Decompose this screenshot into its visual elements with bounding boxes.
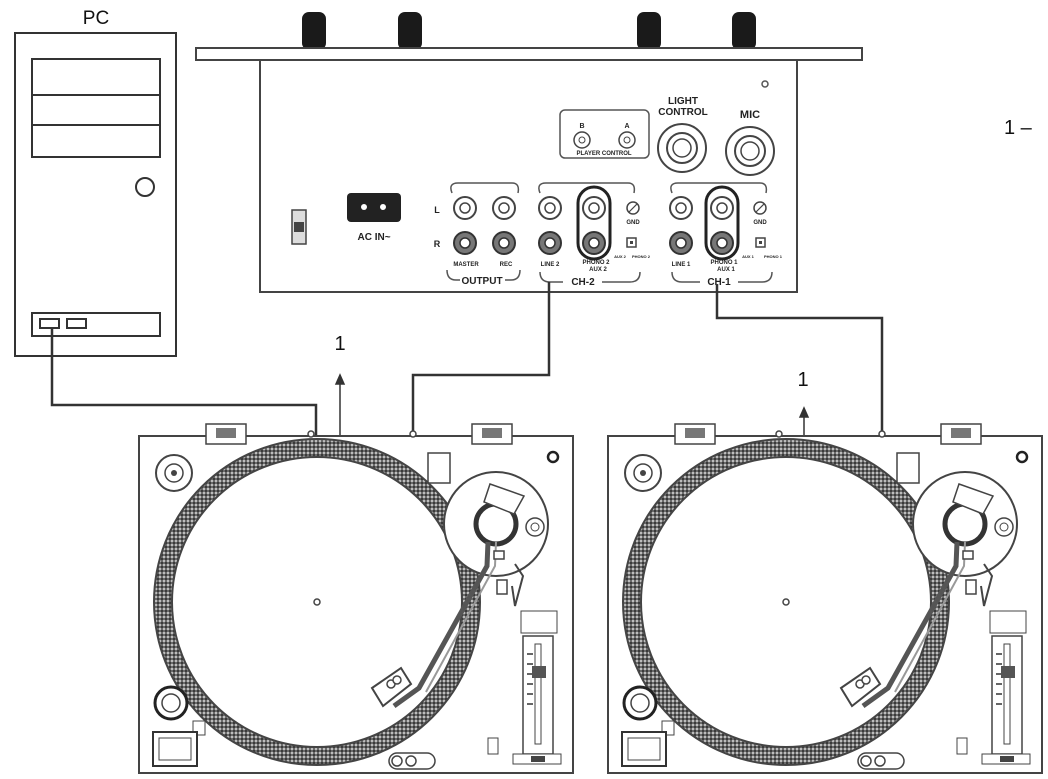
master-label: MASTER [453, 262, 479, 268]
turntable-right [608, 424, 1042, 773]
phono2-switch-label: PHONO 2 [632, 254, 651, 259]
drive-bay-2 [31, 94, 161, 126]
usb-panel [31, 312, 161, 337]
ch1-cable [715, 284, 884, 436]
ch2-cable [411, 282, 551, 436]
pc-label: PC [83, 8, 109, 29]
ch1-phono-highlight [704, 185, 740, 261]
drive-bay-3 [31, 124, 161, 158]
usb-port-icon [39, 318, 60, 329]
line2-label: LINE 2 [541, 262, 560, 268]
player-a-label: A [624, 123, 629, 130]
phono1-label: PHONO 1 [710, 260, 738, 266]
mixer-knobs [302, 12, 756, 50]
ac-in-label: AC IN~ [357, 232, 390, 243]
rec-label: REC [500, 262, 513, 268]
aux1-switch-label: AUX 1 [742, 254, 755, 259]
mic-label: MIC [740, 109, 760, 121]
line1-label: LINE 1 [672, 262, 691, 268]
gnd1-label: GND [753, 220, 767, 226]
legend-label: 1 – [1004, 117, 1033, 139]
ch2-phono-highlight [576, 185, 612, 261]
player-b-label: B [579, 123, 584, 130]
phono1-switch-label: PHONO 1 [764, 254, 783, 259]
ch2-label: CH-2 [571, 277, 595, 288]
pc-tower: PC [14, 8, 177, 357]
player-control-label: PLAYER CONTROL [576, 151, 631, 157]
usb-cable [50, 328, 318, 436]
output-label: OUTPUT [461, 276, 502, 287]
l-label: L [434, 205, 440, 215]
gnd2-label: GND [626, 220, 640, 226]
rca-jacks [453, 196, 734, 255]
aux2-switch-label: AUX 2 [614, 254, 627, 259]
callout-left-number: 1 [334, 333, 345, 355]
aux2-label: AUX 2 [589, 267, 607, 273]
turntable-left [139, 424, 573, 773]
aux1-label: AUX 1 [717, 267, 735, 273]
r-label: R [434, 239, 441, 249]
drive-bay-1 [31, 58, 161, 96]
cables [50, 282, 884, 436]
ch1-label: CH-1 [707, 277, 731, 288]
callout-right-number: 1 [797, 369, 808, 391]
ac-in-socket [347, 193, 401, 222]
callout-arrows [334, 373, 810, 436]
phono2-label: PHONO 2 [582, 260, 610, 266]
power-button-icon [135, 177, 155, 197]
usb-port-icon [66, 318, 87, 329]
